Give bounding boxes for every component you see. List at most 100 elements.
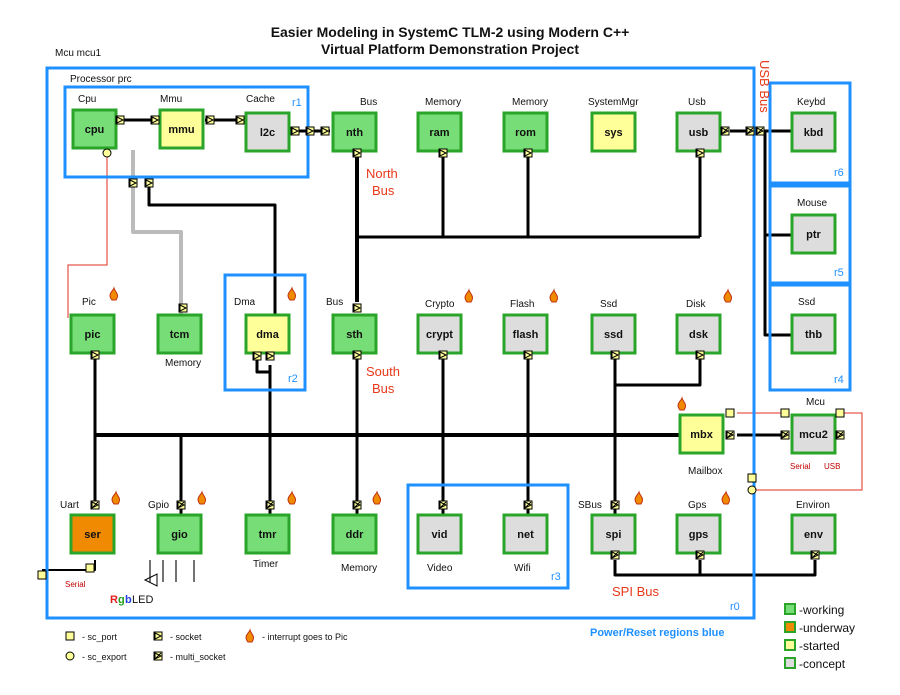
socket-marker bbox=[153, 631, 163, 641]
block-mbx-text: mbx bbox=[690, 429, 714, 441]
wire bbox=[147, 180, 277, 318]
block-vid-label: Video bbox=[427, 563, 453, 574]
socket-marker bbox=[725, 430, 735, 440]
socket-marker bbox=[610, 500, 620, 510]
block-usb bbox=[675, 111, 722, 153]
block-ptr-text: ptr bbox=[806, 229, 821, 241]
block-crypt-label: Crypto bbox=[425, 299, 455, 310]
rgb-b-label: b bbox=[125, 594, 132, 606]
block-net-label: Wifi bbox=[514, 563, 531, 574]
north-bus-label-1: North bbox=[366, 166, 398, 181]
socket-marker bbox=[144, 178, 154, 188]
block-flash bbox=[502, 313, 549, 355]
block-mcu2-text: mcu2 bbox=[799, 429, 828, 441]
socket-marker bbox=[438, 350, 448, 360]
socket-marker bbox=[523, 350, 533, 360]
wire bbox=[700, 560, 817, 577]
block-ssd-text: ssd bbox=[604, 329, 623, 341]
block-spi-label: SBus bbox=[578, 500, 602, 511]
block-kbd-text: kbd bbox=[804, 127, 824, 139]
block-ser-label: Uart bbox=[60, 500, 79, 511]
block-mbx bbox=[678, 413, 725, 455]
interrupt-flame-icon bbox=[549, 288, 559, 303]
socket-marker bbox=[720, 126, 730, 136]
block-env-label: Environ bbox=[796, 500, 830, 511]
legend-label-started: -started bbox=[799, 639, 840, 653]
socket-marker bbox=[745, 126, 755, 136]
serial-left-label: Serial bbox=[65, 580, 86, 589]
port-marker bbox=[747, 473, 757, 483]
region-r6-label: r6 bbox=[834, 167, 844, 179]
block-thb-text: thb bbox=[805, 329, 822, 341]
socket-marker bbox=[352, 148, 362, 158]
block-cpu-label: Cpu bbox=[78, 94, 96, 105]
block-usb-label: Usb bbox=[688, 97, 706, 108]
block-dma-label: Dma bbox=[234, 297, 256, 308]
block-rom-text: rom bbox=[515, 127, 536, 139]
block-gio-text: gio bbox=[171, 529, 188, 541]
socket-marker bbox=[755, 126, 765, 136]
block-ptr-label: Mouse bbox=[797, 198, 827, 209]
block-vid-text: vid bbox=[432, 529, 448, 541]
block-mbx-label: Mailbox bbox=[688, 466, 722, 477]
block-ddr bbox=[331, 513, 378, 555]
socket-marker bbox=[265, 351, 275, 361]
socket-marker bbox=[810, 550, 820, 560]
block-cpu bbox=[71, 108, 118, 150]
block-cpu-text: cpu bbox=[85, 124, 105, 136]
processor-label: Processor prc bbox=[70, 74, 132, 85]
wire bbox=[613, 560, 702, 577]
block-sth-text: sth bbox=[346, 329, 363, 341]
diagram-subtitle: Virtual Platform Demonstration Project bbox=[320, 41, 579, 57]
block-tmr-label: Timer bbox=[253, 559, 279, 570]
usb-bus-label: USB Bus bbox=[757, 60, 772, 113]
block-pic-text: pic bbox=[85, 329, 101, 341]
mcu2-usb-label: USB bbox=[824, 462, 840, 471]
region-r1-label: r1 bbox=[292, 97, 302, 109]
block-gio bbox=[156, 513, 203, 555]
region-r6 bbox=[768, 81, 852, 185]
block-pic-label: Pic bbox=[82, 297, 96, 308]
interrupt-flame-icon bbox=[287, 490, 297, 505]
block-dma-text: dma bbox=[256, 329, 280, 341]
port-marker bbox=[725, 408, 735, 418]
port-marker bbox=[85, 563, 95, 573]
block-tmr-text: tmr bbox=[259, 529, 277, 541]
interrupt-flame-icon bbox=[721, 490, 731, 505]
region-r3 bbox=[406, 483, 570, 590]
block-flash-label: Flash bbox=[510, 299, 534, 310]
interrupt-flame-icon bbox=[109, 286, 119, 301]
block-crypt-text: crypt bbox=[426, 329, 453, 341]
block-ddr-label: Memory bbox=[341, 563, 377, 574]
legend-swatch-started bbox=[784, 639, 796, 651]
block-dsk-label: Disk bbox=[686, 299, 706, 310]
interrupt-flame-icon bbox=[245, 628, 255, 643]
block-sys-text: sys bbox=[604, 127, 622, 139]
block-nth-label: Bus bbox=[360, 97, 377, 108]
block-mcu2 bbox=[790, 413, 837, 455]
block-ram-text: ram bbox=[429, 127, 449, 139]
block-tmr bbox=[244, 513, 291, 555]
block-spi bbox=[590, 513, 637, 555]
block-ser-text: ser bbox=[84, 529, 101, 541]
key-sc-port: - sc_port bbox=[82, 632, 118, 642]
legend-swatch-concept bbox=[784, 657, 796, 669]
interrupt-flame-icon bbox=[464, 288, 474, 303]
block-ram-label: Memory bbox=[425, 97, 461, 108]
block-l2c bbox=[244, 111, 291, 153]
block-mmu bbox=[158, 108, 205, 150]
block-nth bbox=[331, 111, 378, 153]
block-vid bbox=[416, 513, 463, 555]
wire bbox=[615, 352, 702, 387]
region-r4-label: r4 bbox=[834, 374, 844, 386]
block-nth-text: nth bbox=[346, 127, 363, 139]
socket-marker bbox=[153, 651, 163, 661]
block-spi-text: spi bbox=[606, 529, 622, 541]
block-env bbox=[790, 513, 837, 555]
socket-marker bbox=[150, 115, 160, 125]
tcm-wire bbox=[131, 150, 183, 318]
key-socket: - socket bbox=[170, 632, 202, 642]
interrupt-flame-icon bbox=[677, 396, 687, 411]
key-multi-socket: - multi_socket bbox=[170, 652, 226, 662]
block-l2c-label: Cache bbox=[246, 94, 275, 105]
